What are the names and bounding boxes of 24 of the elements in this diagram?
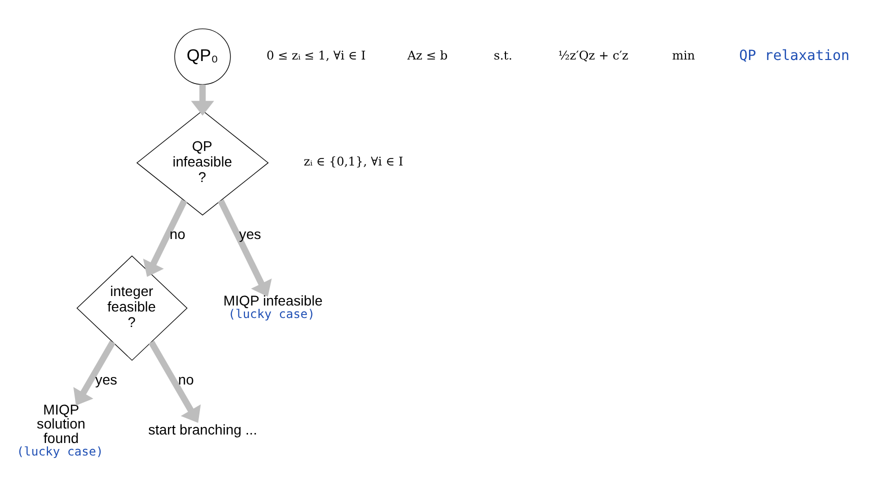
arrow [143, 199, 188, 277]
label: QP relaxation [739, 48, 850, 64]
arrow [148, 340, 201, 423]
node-diamond: QP infeasible ? [136, 110, 269, 216]
arrow [73, 340, 116, 406]
label: 0 ≤ zᵢ ≤ 1, ∀i ∈ I [266, 48, 366, 63]
node-diamond: integer feasible ? [76, 255, 188, 361]
label: Az ≤ b [407, 48, 448, 63]
node-label: (lucky case) [228, 307, 315, 322]
edge-label: yes [239, 226, 262, 242]
label: ½z′Qz + c′z [558, 48, 628, 63]
node-label: (lucky case) [16, 444, 104, 458]
edge-label: yes [95, 371, 118, 388]
label: s.t. [494, 48, 512, 63]
node-text: MIQP solution found [36, 402, 86, 446]
label: zᵢ ∈ {0,1}, ∀i ∈ I [304, 154, 404, 169]
edge-label: no [170, 226, 186, 242]
node-text: start branching ... [148, 422, 258, 438]
node-circle: QP₀ [174, 28, 231, 85]
arrow [218, 199, 272, 297]
arrow [191, 84, 214, 116]
edge-label: no [178, 371, 194, 388]
label: min [672, 48, 696, 63]
node-text: MIQP infeasible [223, 292, 323, 309]
